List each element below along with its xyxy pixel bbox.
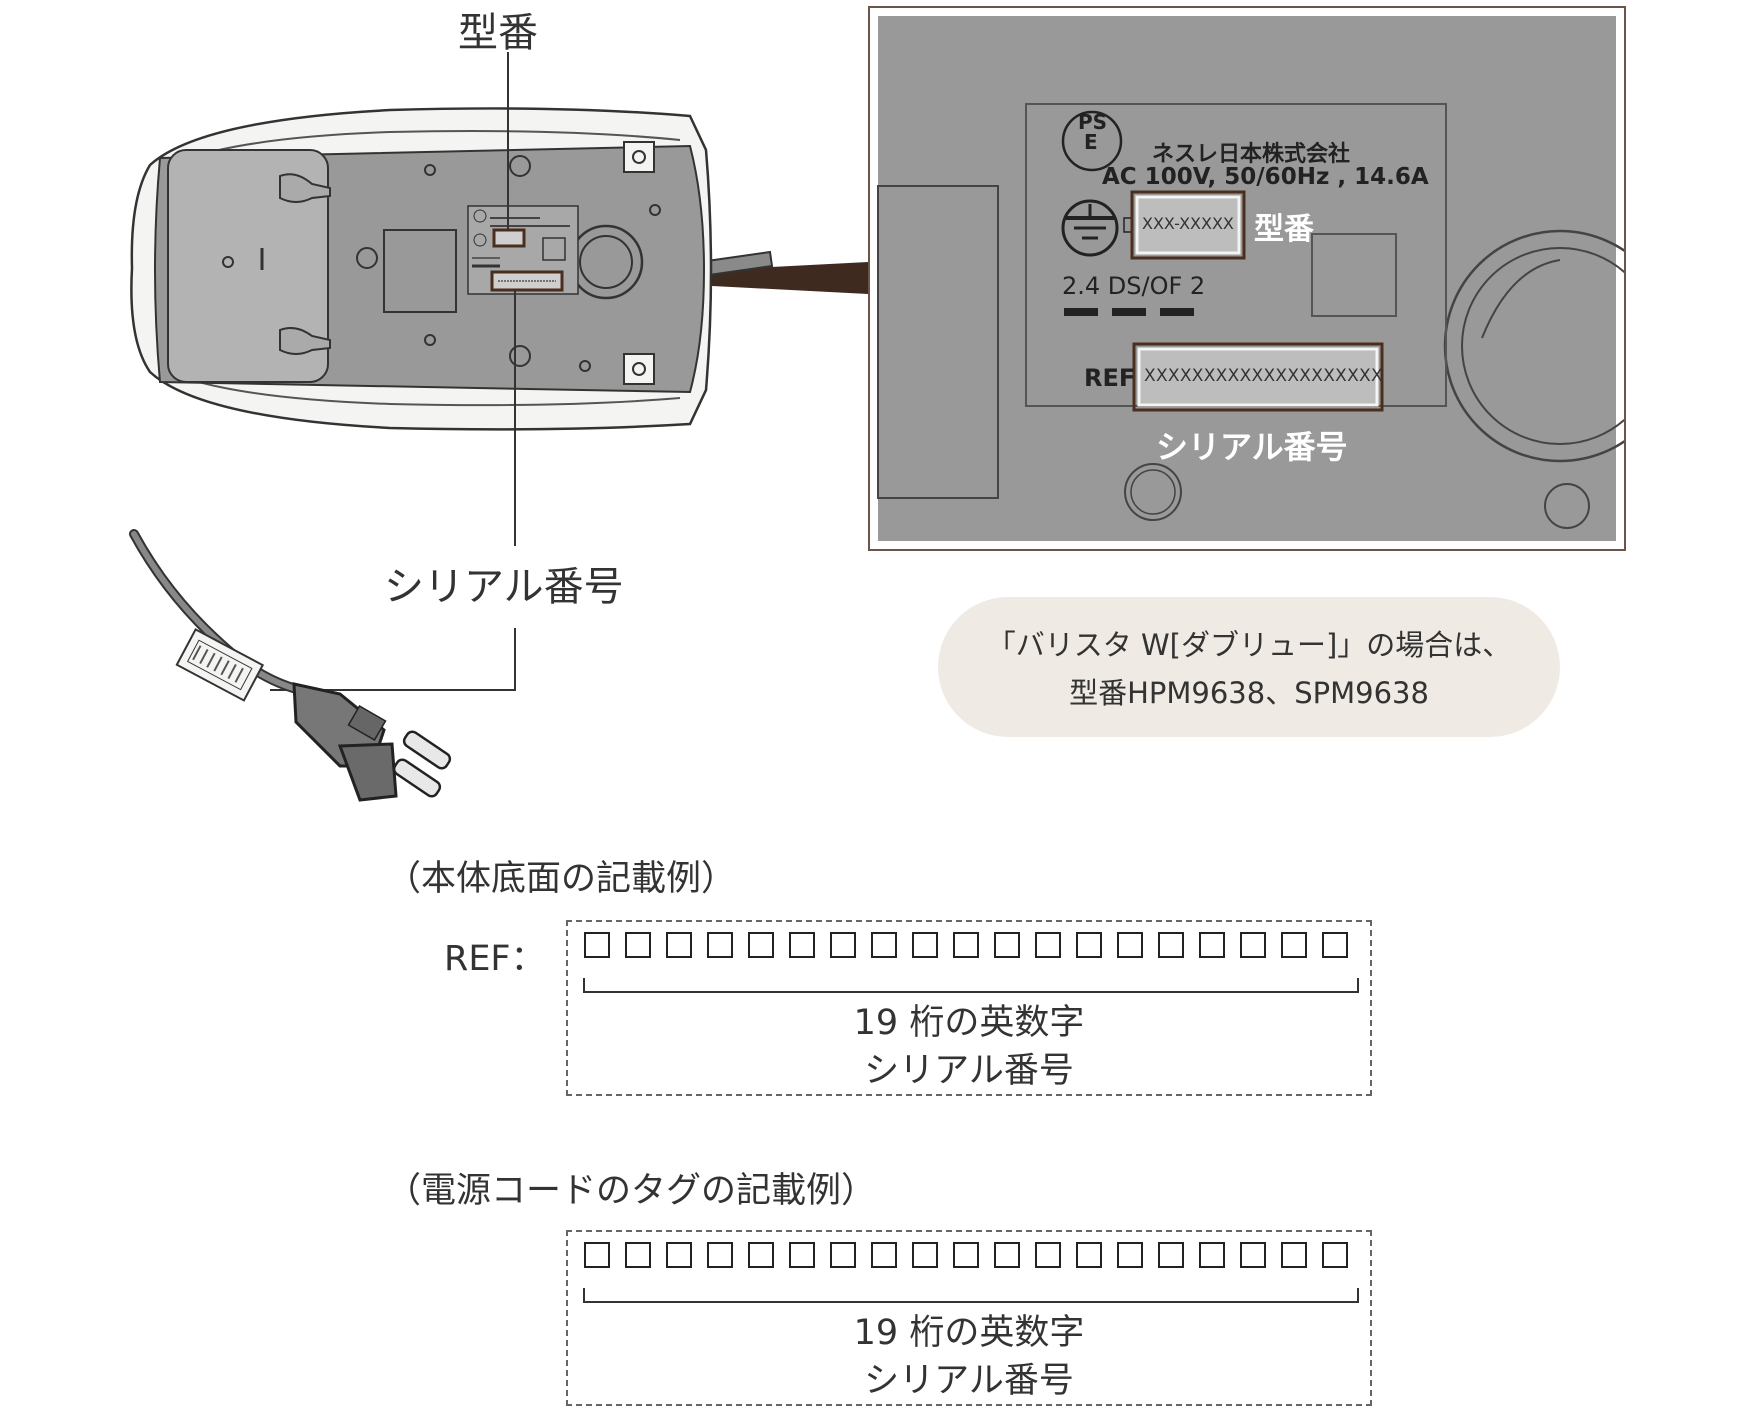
- digit-cell: [789, 932, 815, 958]
- mini-model-highlight: [492, 228, 526, 248]
- digit-cell: [1076, 932, 1102, 958]
- digit-cell: [830, 932, 856, 958]
- pse-mark: [1061, 110, 1123, 172]
- digit-cell: [912, 932, 938, 958]
- digit-cell: [1158, 932, 1184, 958]
- digit-cell: [1240, 932, 1266, 958]
- digit-cell: [1199, 932, 1225, 958]
- digit-cell: [625, 932, 651, 958]
- serial-number-value: XXXXXXXXXXXXXXXXXXXX: [1144, 366, 1383, 386]
- power-rating: AC 100V, 50/60Hz , 14.6A: [1102, 164, 1429, 190]
- cord-tag: [175, 628, 265, 702]
- machine-illustration: [129, 52, 868, 802]
- digit-cell: [584, 932, 610, 958]
- digit-cell: [625, 1242, 651, 1268]
- digit-cell: [584, 1242, 610, 1268]
- digit-cell: [994, 1242, 1020, 1268]
- digit-cell: [1199, 1242, 1225, 1268]
- digit-cell: [1117, 1242, 1143, 1268]
- example-cord-box: 19 桁の英数字 シリアル番号: [566, 1230, 1372, 1406]
- example-body-box: 19 桁の英数字 シリアル番号: [566, 920, 1372, 1096]
- digit-cell: [1281, 1242, 1307, 1268]
- model-number-value: XXX-XXXXX: [1142, 214, 1234, 233]
- zoom-frame: PS E ネスレ日本株式会社 AC 100V, 50/60Hz , 14.6A …: [868, 6, 1626, 551]
- model-number-highlight: [1130, 190, 1246, 260]
- digit-cell: [953, 1242, 979, 1268]
- digit-cell: [1158, 1242, 1184, 1268]
- example-body-caption-digits: 19 桁の英数字: [853, 1003, 1085, 1043]
- digit-cell: [1117, 932, 1143, 958]
- example-body-bracket: [583, 978, 1359, 993]
- pse-text-bottom: E: [1084, 130, 1098, 154]
- example-cord-caption-serial: シリアル番号: [864, 1361, 1074, 1401]
- digit-cell: [953, 932, 979, 958]
- digit-cell: [707, 932, 733, 958]
- model-number-tag: 型番: [1254, 212, 1314, 247]
- code-line: 2.4 DS/OF 2: [1062, 272, 1206, 300]
- note-line-1: 「バリスタ W[ダブリュー]」の場合は、: [986, 628, 1512, 662]
- digit-cell: [871, 932, 897, 958]
- digit-cell: [1240, 1242, 1266, 1268]
- example-body-caption-serial: シリアル番号: [864, 1051, 1074, 1091]
- digit-cell: [789, 1242, 815, 1268]
- zoom-pointer: [558, 262, 868, 294]
- example-cord-caption-digits: 19 桁の英数字: [853, 1313, 1085, 1353]
- example-body-heading: （本体底面の記載例）: [386, 859, 737, 899]
- drip-tray: [167, 149, 329, 383]
- digit-cell: [830, 1242, 856, 1268]
- serial-leader-bottom: [270, 628, 516, 691]
- digit-cell: [912, 1242, 938, 1268]
- digit-cell: [994, 932, 1020, 958]
- note-line-2: 型番HPM9638、SPM9638: [1069, 676, 1429, 710]
- digit-cell: [748, 1242, 774, 1268]
- digit-cell: [871, 1242, 897, 1268]
- example-cord-bracket: [583, 1288, 1359, 1303]
- maker-name: ネスレ日本株式会社: [1152, 142, 1351, 167]
- serial-callout-label: シリアル番号: [384, 564, 624, 610]
- digit-cell: [666, 932, 692, 958]
- digit-cell: [1281, 932, 1307, 958]
- zoomed-label-view: [877, 16, 1624, 541]
- ref-prefix: REF: [1084, 364, 1136, 392]
- power-plug: [292, 682, 452, 802]
- example-cord-heading: （電源コードのタグの記載例）: [386, 1171, 877, 1211]
- digit-cell: [748, 932, 774, 958]
- digit-cell: [1035, 1242, 1061, 1268]
- example-body-cells: [584, 932, 1348, 958]
- digit-cell: [666, 1242, 692, 1268]
- example-cord-cells: [584, 1242, 1348, 1268]
- digit-cell: [1076, 1242, 1102, 1268]
- digit-cell: [1322, 932, 1348, 958]
- model-callout-label: 型番: [458, 10, 538, 56]
- digit-cell: [707, 1242, 733, 1268]
- serial-number-tag: シリアル番号: [1156, 428, 1348, 466]
- digit-cell: [1035, 932, 1061, 958]
- serial-number-highlight: [1132, 342, 1384, 412]
- note-pill: 「バリスタ W[ダブリュー]」の場合は、 型番HPM9638、SPM9638: [938, 597, 1560, 737]
- digit-cell: [1322, 1242, 1348, 1268]
- ref-label: REF：: [444, 939, 546, 979]
- telecom-mark: [1061, 199, 1119, 257]
- pse-text-top: PS: [1078, 110, 1108, 134]
